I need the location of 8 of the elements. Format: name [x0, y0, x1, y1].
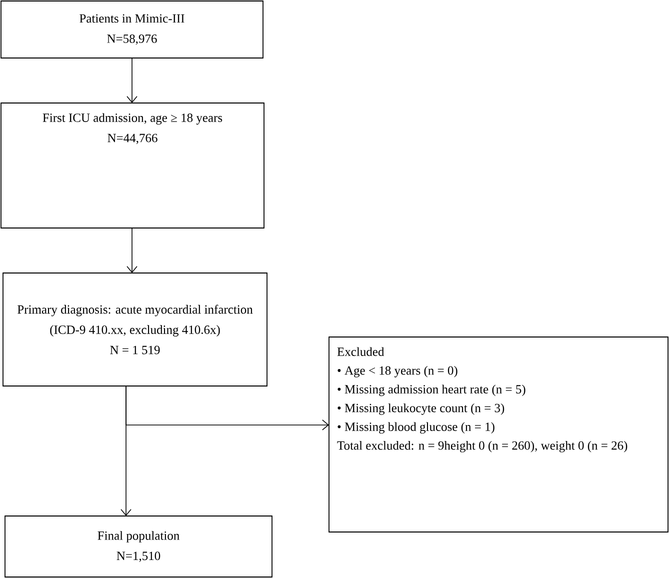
- process-box: First ICU admission, age ≥ 18 years N=44,766: [0, 102, 264, 228]
- process-box: Primary diagnosis: acute myocardial infarction (ICD-9 410.xx, excluding 410.6x) N = 1 519: [2, 272, 268, 386]
- arrow: [126, 228, 138, 273]
- arrow: [126, 58, 138, 103]
- process-box: Final population N=1,510: [4, 516, 272, 578]
- process-box: Patients in Mimic-III N=58,976: [0, 0, 264, 58]
- arrow: [126, 386, 329, 430]
- process-box: Excluded • Age < 18 years (n = 0) • Missing admission heart rate (n = 5) • Missing leukocyte count (n = 3) • Missing blood glucose (n = 1) Total excluded: n = 9height 0 (n = 260), weight 0 (n = 26): [328, 336, 668, 532]
